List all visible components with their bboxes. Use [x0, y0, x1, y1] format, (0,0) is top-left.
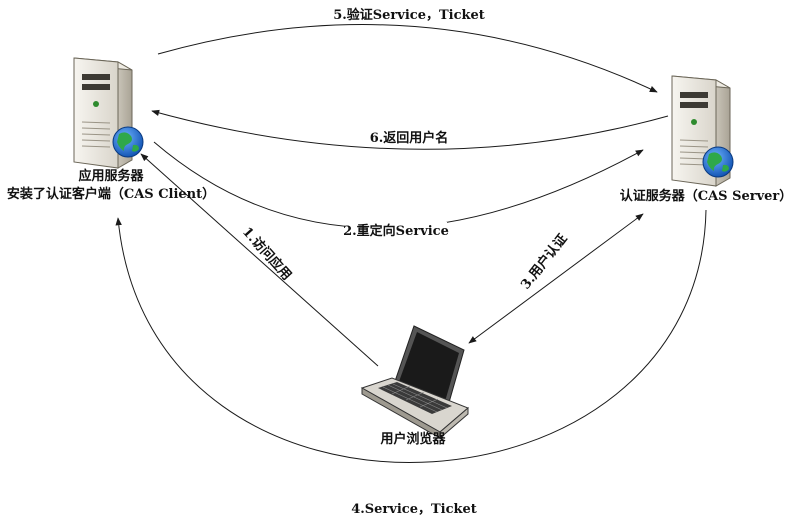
- edge-1-label: 1.访问应用: [239, 224, 295, 283]
- edge-3-label: 3.用户认证: [518, 231, 571, 293]
- edge-2-label: 2.重定向Service: [343, 223, 449, 239]
- edge-5-label: 5.验证Service，Ticket: [333, 7, 485, 23]
- edge-1-visit-app: [140, 153, 379, 367]
- edge-5-validate: [157, 24, 658, 93]
- browser-node: 用户浏览器: [360, 325, 469, 447]
- cas-server-node: 认证服务器（CAS Server）: [620, 75, 793, 204]
- laptop-icon: [360, 325, 469, 440]
- app-server-name: 应用服务器: [78, 168, 144, 184]
- globe-icon: [112, 126, 144, 158]
- edge-3-user-auth: [468, 213, 644, 344]
- globe-icon: [702, 146, 734, 178]
- edge-2-redirect: [153, 141, 644, 229]
- browser-name: 用户浏览器: [379, 431, 446, 447]
- app-server-subtitle: 安装了认证客户端（CAS Client）: [7, 186, 215, 202]
- edge-4-service-ticket: [115, 209, 707, 463]
- app-server-node: 应用服务器 安装了认证客户端（CAS Client）: [7, 57, 215, 202]
- edge-4-label: 4.Service，Ticket: [351, 502, 477, 517]
- cas-server-name: 认证服务器（CAS Server）: [620, 188, 793, 204]
- edge-6-label: 6.返回用户名: [370, 130, 449, 146]
- edge-6-return-username: [151, 109, 669, 150]
